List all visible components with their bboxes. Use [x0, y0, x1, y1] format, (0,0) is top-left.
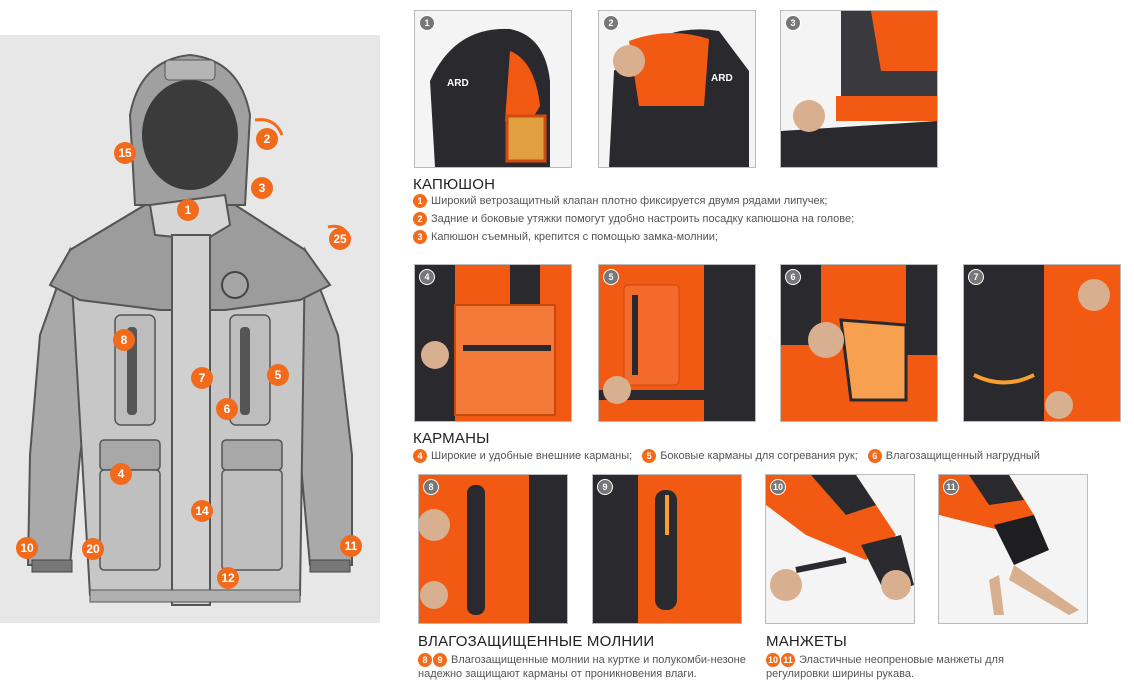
hood-title: КАПЮШОН [413, 176, 496, 193]
photo-pocket-5-image [599, 265, 755, 421]
callout-6: 6 [216, 398, 238, 420]
photo-badge: 11 [943, 479, 959, 495]
callout-15: 15 [114, 142, 136, 164]
callout-10: 10 [16, 537, 38, 559]
number-badge: 3 [413, 230, 427, 244]
photo-hood-3: 3 [780, 10, 938, 168]
photo-zipper-8: 8 [418, 474, 568, 624]
hood-item-text: Задние и боковые утяжки помогут удобно н… [431, 213, 855, 225]
callout-2: 2 [256, 128, 278, 150]
photo-cuff-11: 11 [938, 474, 1088, 624]
callout-5: 5 [267, 364, 289, 386]
photo-badge: 5 [603, 269, 619, 285]
svg-text:ARD: ARD [711, 73, 733, 84]
callout-4: 4 [110, 463, 132, 485]
photo-cuff-10: 10 [765, 474, 915, 624]
callout-8: 8 [113, 329, 135, 351]
number-badge: 8 [418, 653, 432, 667]
photo-pocket-7-image [964, 265, 1120, 421]
zippers-title: ВЛАГОЗАЩИЩЕННЫЕ МОЛНИИ [418, 633, 655, 650]
jacket-illustration [26, 53, 353, 606]
cuffs-text: Эластичные неопреновые манжеты для регул… [766, 654, 1004, 680]
brand-logo: ARD [447, 78, 469, 89]
photo-pocket-6: 6 [780, 264, 938, 422]
number-badge: 2 [413, 212, 427, 226]
photo-hood-1-image: ARD [415, 11, 571, 167]
callout-1: 1 [177, 199, 199, 221]
number-badge: 10 [766, 653, 780, 667]
number-badge: 11 [781, 653, 795, 667]
photo-cuff-10-image [766, 475, 914, 623]
number-badge: 4 [413, 449, 427, 463]
photo-badge: 1 [419, 15, 435, 31]
photo-cuff-11-image [939, 475, 1087, 623]
photo-pocket-4-image [415, 265, 571, 421]
photo-hood-3-image [781, 11, 937, 167]
callout-3: 3 [251, 177, 273, 199]
pocket-item-text: Боковые карманы для согревания рук; [660, 450, 858, 462]
callout-20: 20 [82, 538, 104, 560]
photo-badge: 7 [968, 269, 984, 285]
hood-item-2: 2 Задние и боковые утяжки помогут удобно… [413, 212, 854, 226]
hood-item-3: 3 Капюшон съемный, крепится с помощью за… [413, 230, 718, 244]
hood-item-1: 1 Широкий ветрозащитный клапан плотно фи… [413, 194, 827, 208]
callout-25: 25 [329, 228, 351, 250]
photo-pocket-4: 4 [414, 264, 572, 422]
zippers-text: Влагозащищенные молнии на куртке и полук… [418, 654, 746, 680]
number-badge: 5 [642, 449, 657, 463]
cuffs-title: МАНЖЕТЫ [766, 633, 848, 650]
photo-badge: 10 [770, 479, 786, 495]
photo-hood-2: 2 ARD [598, 10, 756, 168]
photo-badge: 9 [597, 479, 613, 495]
number-badge: 9 [433, 653, 447, 667]
pockets-items: 4 Широкие и удобные внешние карманы; 5 Б… [413, 449, 1040, 463]
number-badge: 1 [413, 194, 427, 208]
hood-item-text: Капюшон съемный, крепится с помощью замк… [431, 231, 718, 243]
callout-7: 7 [191, 367, 213, 389]
jacket-diagram: 1 2 3 4 5 6 7 8 12 14 15 20 25 10 11 [0, 35, 380, 623]
callout-11: 11 [340, 535, 362, 557]
photo-badge: 4 [419, 269, 435, 285]
pocket-item-text: Влагозащищенный нагрудный [885, 450, 1040, 462]
pockets-title: КАРМАНЫ [413, 430, 490, 447]
photo-hood-1: 1 ARD [414, 10, 572, 168]
hood-item-text: Широкий ветрозащитный клапан плотно фикс… [431, 195, 828, 207]
photo-zipper-9-image [593, 475, 741, 623]
photo-zipper-9: 9 [592, 474, 742, 624]
photo-pocket-7: 7 [963, 264, 1121, 422]
photo-pocket-6-image [781, 265, 937, 421]
callout-12: 12 [217, 567, 239, 589]
number-badge: 6 [867, 449, 882, 463]
photo-zipper-8-image [419, 475, 567, 623]
photo-badge: 2 [603, 15, 619, 31]
callout-14: 14 [191, 500, 213, 522]
photo-badge: 3 [785, 15, 801, 31]
pocket-item-text: Широкие и удобные внешние карманы; [431, 450, 633, 462]
photo-pocket-5: 5 [598, 264, 756, 422]
photo-hood-2-image: ARD [599, 11, 755, 167]
photo-badge: 8 [423, 479, 439, 495]
photo-badge: 6 [785, 269, 801, 285]
